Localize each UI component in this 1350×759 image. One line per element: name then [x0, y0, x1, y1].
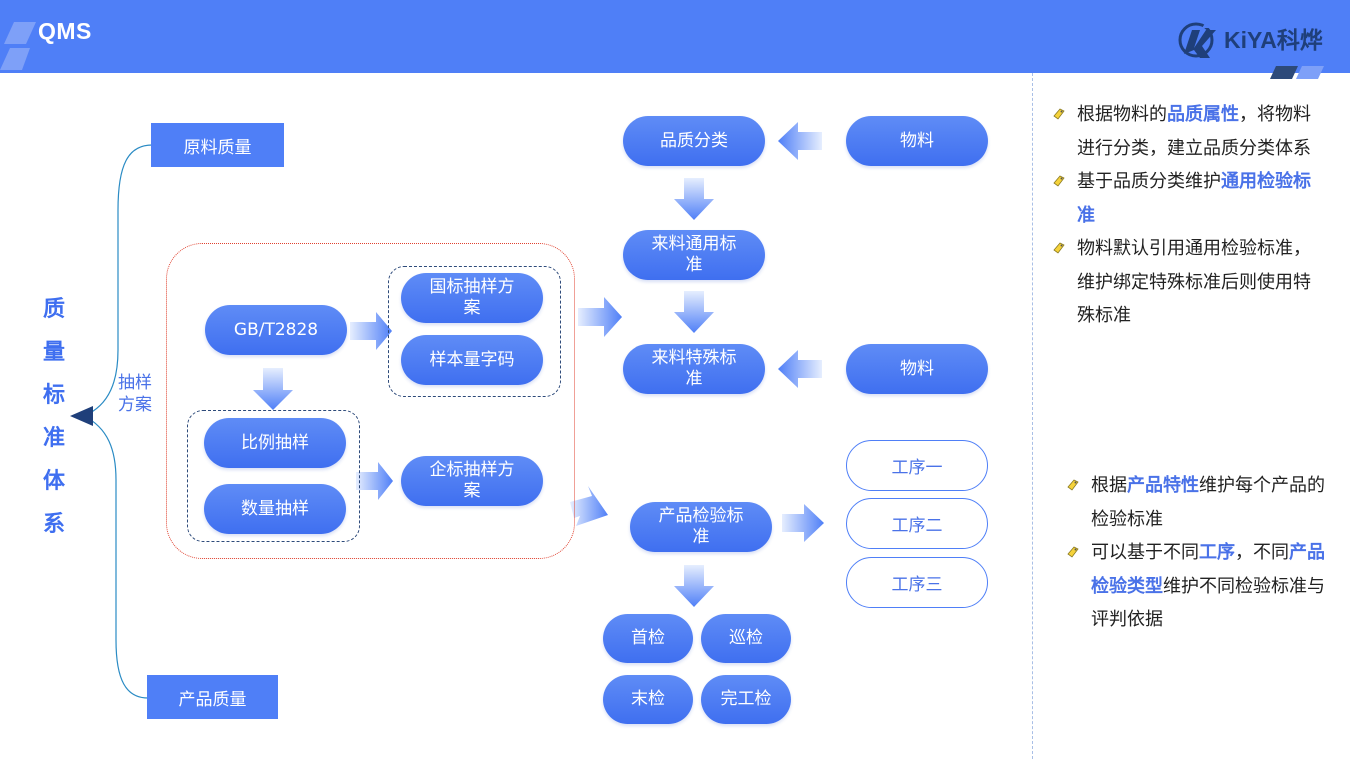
highlighted-text: 产品特性	[1127, 475, 1199, 496]
quantity-sampling-node: 数量抽样	[204, 484, 346, 534]
note-item: 根据物料的品质属性，将物料进行分类，建立品质分类体系	[1046, 98, 1316, 165]
product-inspection-standard-node: 产品检验标准	[630, 502, 772, 552]
process-2-node: 工序二	[846, 498, 988, 549]
quality-category-node: 品质分类	[623, 116, 765, 166]
national-sampling-plan-node: 国标抽样方案	[401, 273, 543, 323]
gb-t2828-node: GB/T2828	[205, 305, 347, 355]
incoming-general-standard-node: 来料通用标准	[623, 230, 765, 280]
product-notes-list: 根据产品特性维护每个产品的检验标准可以基于不同工序，不同产品检验类型维护不同检验…	[1060, 469, 1330, 637]
arrow-general-to-special	[674, 291, 714, 333]
note-item: 可以基于不同工序，不同产品检验类型维护不同检验标准与评判依据	[1060, 536, 1330, 637]
company-logo: KiYA科烨	[1176, 16, 1323, 60]
note-item: 基于品质分类维护通用检验标准	[1046, 165, 1316, 232]
corner-stripe-decoration	[1270, 66, 1324, 79]
highlighted-text: 品质属性	[1167, 104, 1239, 125]
arrow-gb-to-national	[350, 312, 392, 350]
arrow-material-to-category	[778, 122, 822, 160]
note-item: 根据产品特性维护每个产品的检验标准	[1060, 469, 1330, 536]
note-text: 维护不同检验标准与评判依据	[1091, 575, 1325, 631]
final-inspection-node: 末检	[603, 675, 693, 724]
title-char: 量	[42, 340, 65, 365]
highlighted-text: 通用检验标准	[1077, 171, 1311, 226]
highlighted-text: 产品检验类型	[1091, 542, 1325, 597]
brace-pointer-arrow	[70, 406, 93, 426]
note-text: ，将物料进行分类，建立品质分类体系	[1077, 104, 1311, 159]
enterprise-sampling-plan-node: 企标抽样方案	[401, 456, 543, 506]
arrow-material-to-special	[778, 350, 822, 388]
kiya-logo-icon	[1178, 22, 1216, 58]
sampling-method-group	[187, 410, 360, 542]
sampling-plan-group	[166, 243, 575, 559]
note-text: 根据	[1091, 475, 1127, 496]
note-text: 根据物料的	[1077, 104, 1167, 125]
incoming-special-standard-node: 来料特殊标准	[623, 344, 765, 394]
header-stripe-decoration	[0, 22, 36, 70]
header-bar	[0, 0, 1350, 73]
arrow-gb-to-group	[253, 368, 293, 410]
material-notes-list: 根据物料的品质属性，将物料进行分类，建立品质分类体系基于品质分类维护通用检验标准…	[1046, 98, 1316, 333]
title-char: 质	[42, 297, 65, 322]
arrow-category-to-general	[674, 178, 714, 220]
note-text: ，不同	[1235, 542, 1289, 563]
panel-divider	[1032, 73, 1033, 759]
process-3-node: 工序三	[846, 557, 988, 608]
brace-bottom-curve	[83, 415, 149, 699]
title-char: 体	[42, 469, 65, 494]
logo-text: KiYA科烨	[1224, 27, 1323, 53]
completion-inspection-node: 完工检	[701, 675, 791, 724]
ratio-sampling-node: 比例抽样	[204, 418, 346, 468]
product-quality-node: 产品质量	[147, 675, 278, 719]
tag-bullet-icon	[1067, 479, 1079, 491]
highlighted-text: 工序	[1199, 542, 1235, 563]
raw-material-quality-node: 原料质量	[151, 123, 284, 167]
brace-top-curve	[83, 144, 153, 417]
title-char: 系	[42, 512, 65, 537]
note-text: 可以基于不同	[1091, 542, 1199, 563]
app-title: QMS	[38, 18, 92, 44]
national-standard-group	[388, 266, 561, 397]
note-text: 维护每个产品的检验标准	[1091, 475, 1325, 530]
tag-bullet-icon	[1053, 175, 1065, 187]
title-char: 准	[42, 426, 65, 451]
note-text: 基于品质分类维护	[1077, 171, 1221, 192]
tag-bullet-icon	[1053, 242, 1065, 254]
tag-bullet-icon	[1067, 546, 1079, 558]
arrow-group-to-enterprise	[356, 462, 393, 500]
sample-size-code-node: 样本量字码	[401, 335, 543, 385]
first-inspection-node: 首检	[603, 614, 693, 663]
note-item: 物料默认引用通用检验标准，维护绑定特殊标准后则使用特殊标准	[1046, 232, 1316, 333]
arrow-sampling-to-material	[578, 297, 622, 337]
arrow-product-to-inspections	[674, 565, 714, 607]
sampling-plan-label: 抽样方案	[118, 373, 152, 415]
material-node-1: 物料	[846, 116, 988, 166]
title-char: 标	[42, 383, 65, 408]
note-text: 物料默认引用通用检验标准，维护绑定特殊标准后则使用特殊标准	[1077, 238, 1311, 326]
tag-bullet-icon	[1053, 108, 1065, 120]
material-node-2: 物料	[846, 344, 988, 394]
arrow-product-to-process	[782, 504, 824, 542]
quality-system-title: 质 量 标 准 体 系	[38, 288, 70, 546]
patrol-inspection-node: 巡检	[701, 614, 791, 663]
arrow-sampling-to-product	[570, 486, 608, 526]
process-1-node: 工序一	[846, 440, 988, 491]
